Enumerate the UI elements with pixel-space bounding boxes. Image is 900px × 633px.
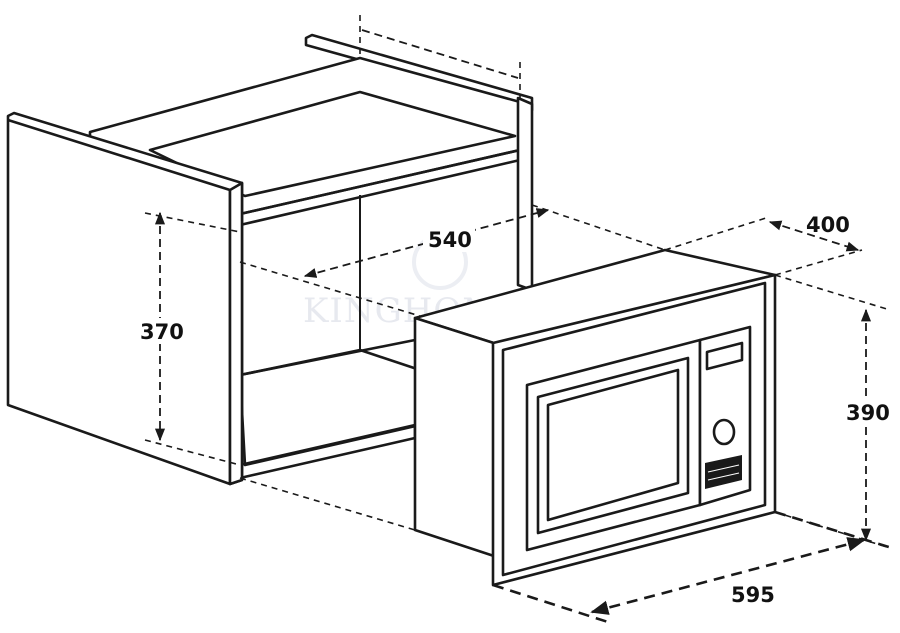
dimension-370-label: 370: [140, 320, 184, 344]
cabinet-left-panel-edge: [228, 181, 244, 486]
dimension-390-label: 390: [846, 401, 890, 425]
dimension-595-label: 595: [731, 583, 775, 607]
microwave-keypad: [705, 455, 742, 489]
cabinet-right-post: [516, 96, 534, 292]
microwave-body-side: [413, 316, 502, 560]
microwave-knob: [712, 418, 736, 446]
microwave: [413, 248, 777, 587]
dimension-400-label: 400: [806, 213, 850, 237]
dimension-540-label: 540: [428, 228, 472, 252]
dimension-lines: [144, 15, 893, 624]
microwave-window-inner: [546, 368, 680, 522]
dimension-labels: 540 400 370 390 595: [137, 213, 898, 607]
cabinet-bottom-shelf: [238, 348, 422, 467]
microwave-display: [705, 341, 744, 371]
